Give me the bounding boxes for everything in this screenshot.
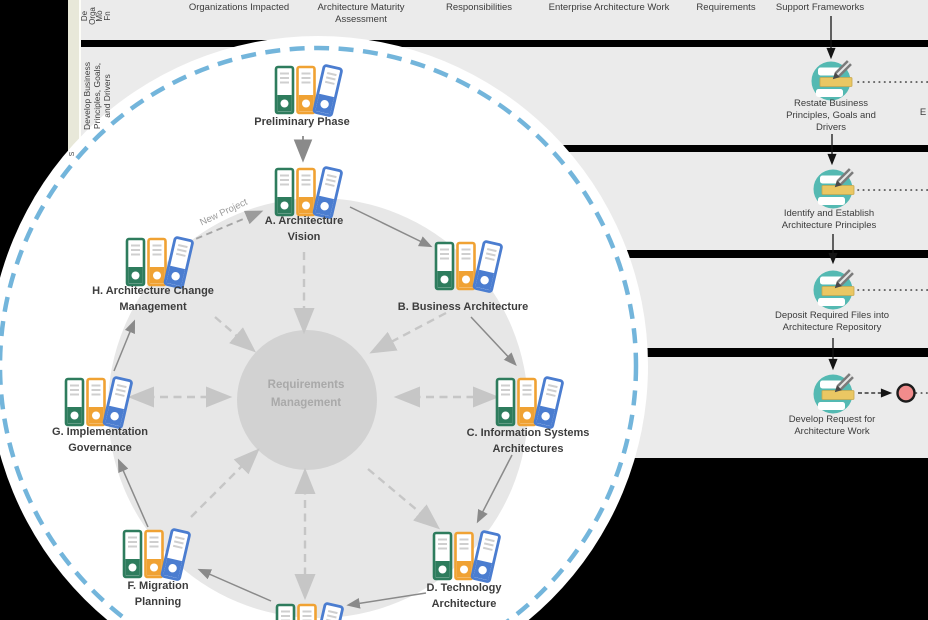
task-identify-principles-icon[interactable] (813, 167, 855, 209)
task-deposit-files-icon[interactable] (813, 268, 855, 310)
right-edge-label-fragment: E (919, 107, 927, 118)
implementation-governance-binders-icon[interactable] (64, 375, 134, 430)
lane-header-row (81, 0, 928, 40)
end-event-icon[interactable] (896, 383, 916, 403)
technology-architecture-binders-icon[interactable] (432, 529, 502, 584)
architecture-change-binders-icon[interactable] (125, 235, 195, 290)
connector-f-requirements[interactable] (190, 448, 260, 518)
column-header-requirements: Requirements (696, 2, 756, 13)
connector-b-c[interactable] (470, 316, 517, 366)
column-header-organizations-impacted: Organizations Impacted (188, 2, 290, 13)
task-develop-request-icon[interactable] (813, 372, 855, 414)
connector-h-requirements[interactable] (214, 316, 256, 353)
column-header-responsibilities: Responsibilities (445, 2, 513, 13)
business-architecture-binders-icon[interactable] (434, 239, 504, 294)
business-architecture-label: B. Business Architecture (397, 301, 529, 313)
preliminary-phase-binders-icon[interactable] (274, 63, 344, 118)
connector-c-d[interactable] (476, 454, 513, 524)
architecture-vision-binders-icon[interactable] (274, 165, 344, 220)
preliminary-phase-label: Preliminary Phase (254, 116, 350, 128)
lane2-rotated-label: Develop Business Principles, Goals, and … (82, 61, 112, 131)
requirements-management-circle[interactable] (237, 330, 377, 470)
connector-g-h[interactable] (113, 319, 136, 372)
connector-f-g[interactable] (117, 458, 149, 528)
migration-planning-binders-icon[interactable] (122, 527, 192, 582)
connector-a-b[interactable] (349, 206, 433, 248)
connector-b-requirements[interactable] (369, 311, 447, 354)
connector-e-f[interactable] (197, 568, 272, 602)
column-header-support-frameworks: Support Frameworks (775, 2, 865, 13)
information-systems-binders-icon[interactable] (495, 375, 565, 430)
connector-new-project-h-a[interactable] (185, 210, 264, 244)
column-header-enterprise-architecture-work: Enterprise Architecture Work (548, 2, 670, 13)
lane1-rotated-label-fragments: De Orga Mo Fn (80, 7, 112, 25)
opportunities-phase-binders-icon[interactable] (275, 601, 345, 620)
task-restate-principles-icon[interactable] (811, 59, 853, 101)
connector-d-requirements[interactable] (367, 468, 441, 530)
connector-d-e[interactable] (346, 592, 427, 609)
strip-label-fragment: S (69, 151, 76, 157)
